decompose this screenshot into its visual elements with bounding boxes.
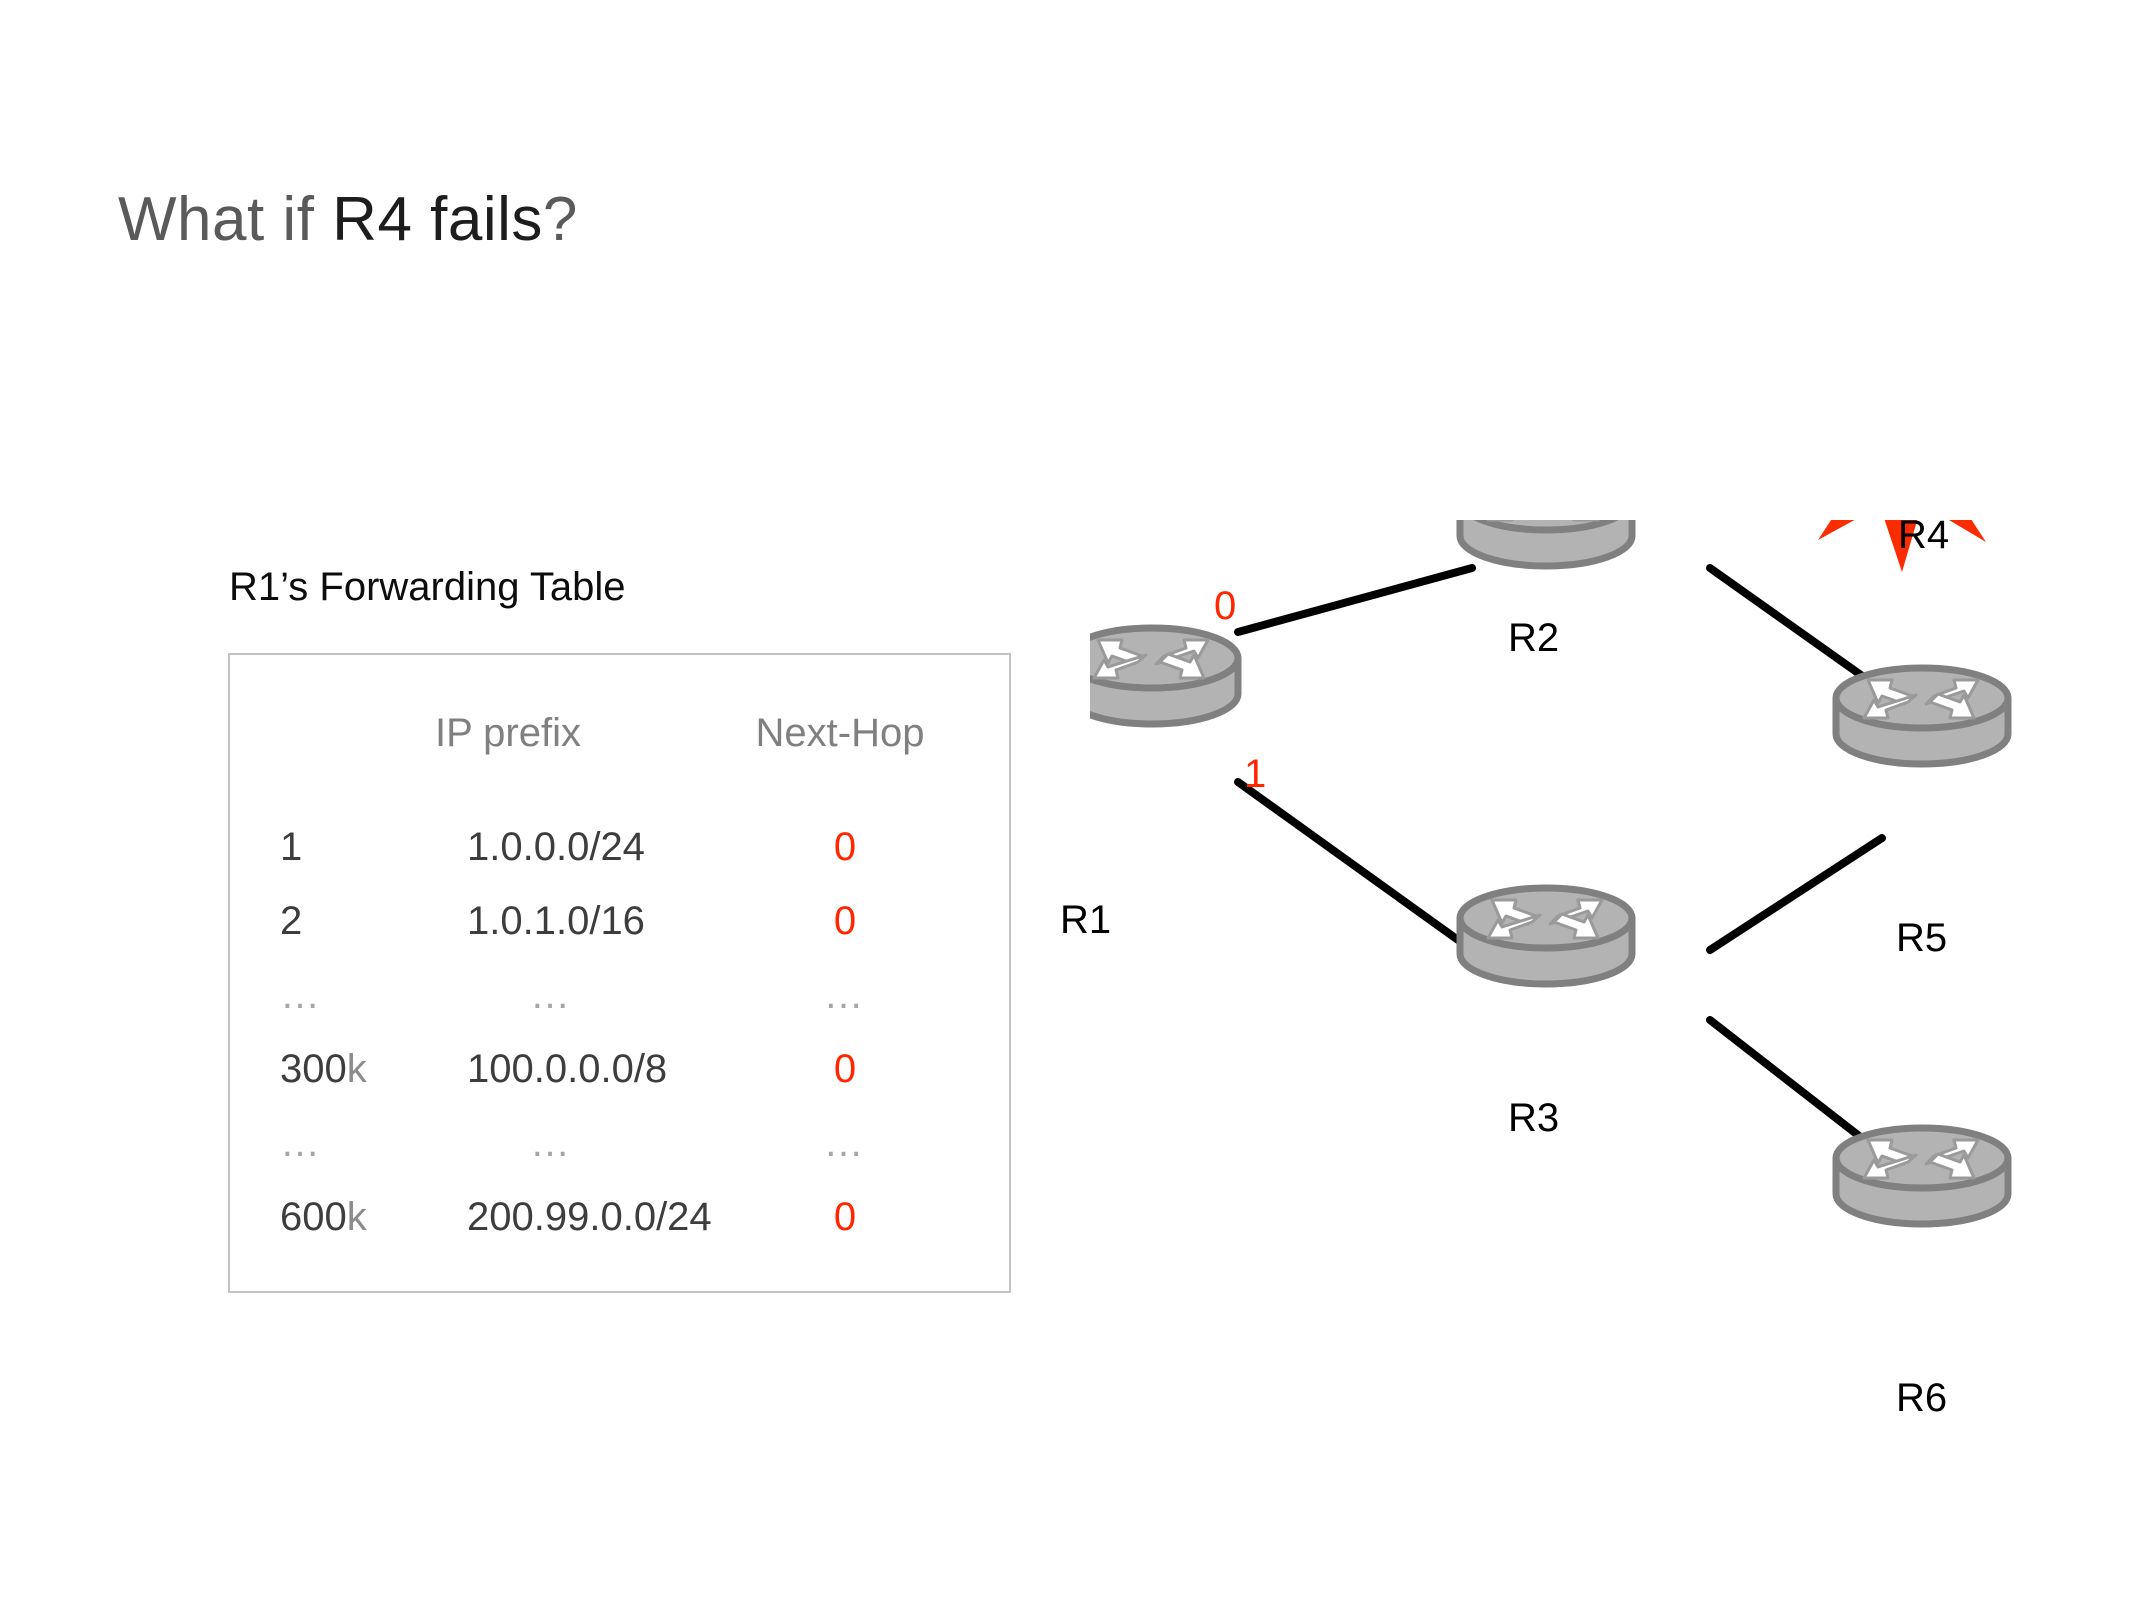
router-label-r2: R2 (1508, 616, 1560, 660)
page-title-trail: ? (542, 185, 578, 254)
port-label-r1-1: 1 (1244, 752, 1267, 796)
cell-next-hop: … (823, 1121, 867, 1165)
router-label-r6: R6 (1896, 1376, 1948, 1420)
column-header-ip-prefix: IP prefix (435, 711, 581, 755)
link-r1-r3 (1234, 778, 1476, 954)
router-r6[interactable] (1836, 1128, 2008, 1224)
cell-ip-prefix: 1.0.1.0/16 (467, 899, 645, 943)
link-r3-r5 (1706, 834, 1886, 954)
router-r1[interactable] (1090, 628, 1238, 724)
cell-next-hop: 0 (833, 1195, 857, 1239)
cell-index: … (280, 973, 323, 1017)
network-topology-diagram: R4 R2 R1 R5 R3 R6 0 1 (1060, 513, 2110, 1420)
forwarding-table-grid: IP prefix Next-Hop 1 1.0.0.0/24 0 2 1.0.1.0/16… (230, 655, 1009, 1291)
cell-next-hop: 0 (833, 899, 857, 943)
router-label-r1: R1 (1060, 898, 1112, 942)
page-title-lead: What if (118, 185, 333, 254)
cell-index: 2 (280, 899, 303, 943)
page-title: What if R4 fails? (118, 185, 578, 254)
cell-index: 1 (280, 825, 303, 869)
forwarding-table: IP prefix Next-Hop 1 1.0.0.0/24 0 2 1.0.1.0/16… (228, 653, 1011, 1293)
router-label-r4: R4 (1898, 513, 1950, 557)
router-r5[interactable] (1836, 668, 2008, 764)
cell-ip-prefix: … (530, 1121, 573, 1165)
router-label-r5: R5 (1896, 916, 1948, 960)
cell-index: 300k (280, 1047, 367, 1091)
cell-index: 600k (280, 1195, 367, 1239)
topology-links (1234, 564, 1894, 1164)
forwarding-table-caption: R1’s Forwarding Table (229, 565, 626, 609)
page-title-emphasis: R4 fails (332, 185, 543, 254)
port-label-r1-0: 0 (1214, 584, 1237, 628)
topology-svg (1090, 520, 2012, 1380)
cell-next-hop: 0 (833, 825, 857, 869)
router-label-r3: R3 (1508, 1096, 1560, 1140)
router-r2[interactable] (1460, 520, 1632, 566)
cell-next-hop: … (823, 973, 867, 1017)
cell-index: … (280, 1121, 323, 1165)
column-header-next-hop: Next-Hop (755, 711, 925, 755)
cell-ip-prefix: 100.0.0.0/8 (467, 1047, 668, 1091)
cell-ip-prefix: … (530, 973, 573, 1017)
cell-next-hop: 0 (833, 1047, 857, 1091)
link-r2-r5 (1706, 564, 1886, 694)
link-r1-r2 (1234, 564, 1476, 636)
router-r3[interactable] (1460, 888, 1632, 984)
cell-ip-prefix: 200.99.0.0/24 (467, 1195, 712, 1239)
cell-ip-prefix: 1.0.0.0/24 (467, 825, 645, 869)
